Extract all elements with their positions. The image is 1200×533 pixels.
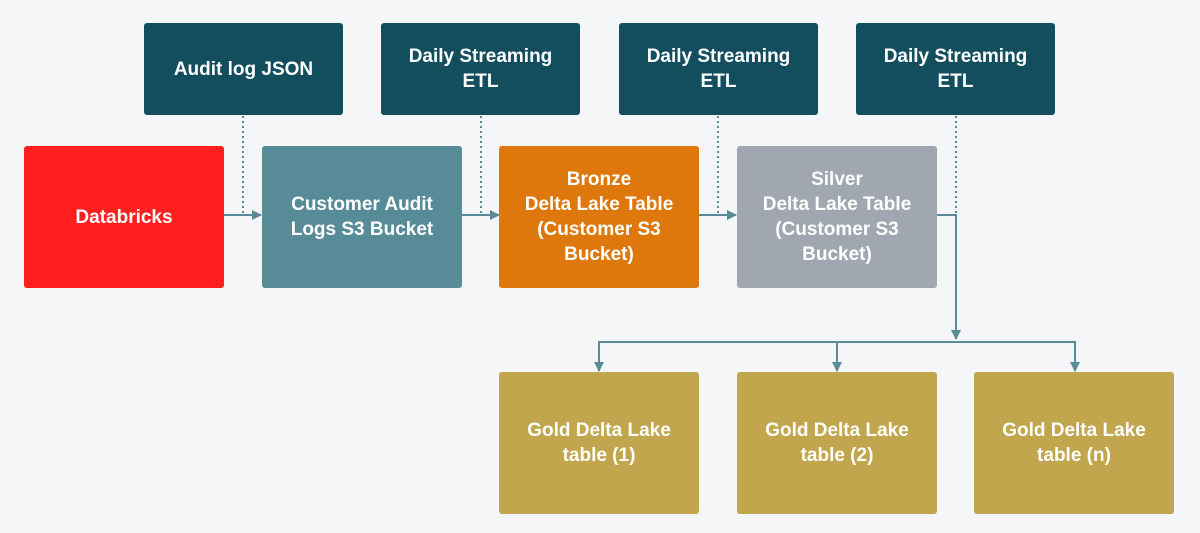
gold-delta-table-box-n: Gold Delta Lake table (n) (974, 372, 1174, 514)
bronze-delta-table-box: Bronze Delta Lake Table (Customer S3 Buc… (499, 146, 699, 288)
audit-log-json-box: Audit log JSON (144, 23, 343, 115)
daily-streaming-etl-box-3: Daily Streaming ETL (856, 23, 1055, 115)
gold-delta-table-box-1: Gold Delta Lake table (1) (499, 372, 699, 514)
silver-delta-table-box: Silver Delta Lake Table (Customer S3 Buc… (737, 146, 937, 288)
customer-audit-logs-bucket-box: Customer Audit Logs S3 Bucket (262, 146, 462, 288)
daily-streaming-etl-box-2: Daily Streaming ETL (619, 23, 818, 115)
daily-streaming-etl-box-1: Daily Streaming ETL (381, 23, 580, 115)
arrow-silver-to-branch (937, 214, 961, 340)
databricks-box: Databricks (24, 146, 224, 288)
gold-delta-table-box-2: Gold Delta Lake table (2) (737, 372, 937, 514)
